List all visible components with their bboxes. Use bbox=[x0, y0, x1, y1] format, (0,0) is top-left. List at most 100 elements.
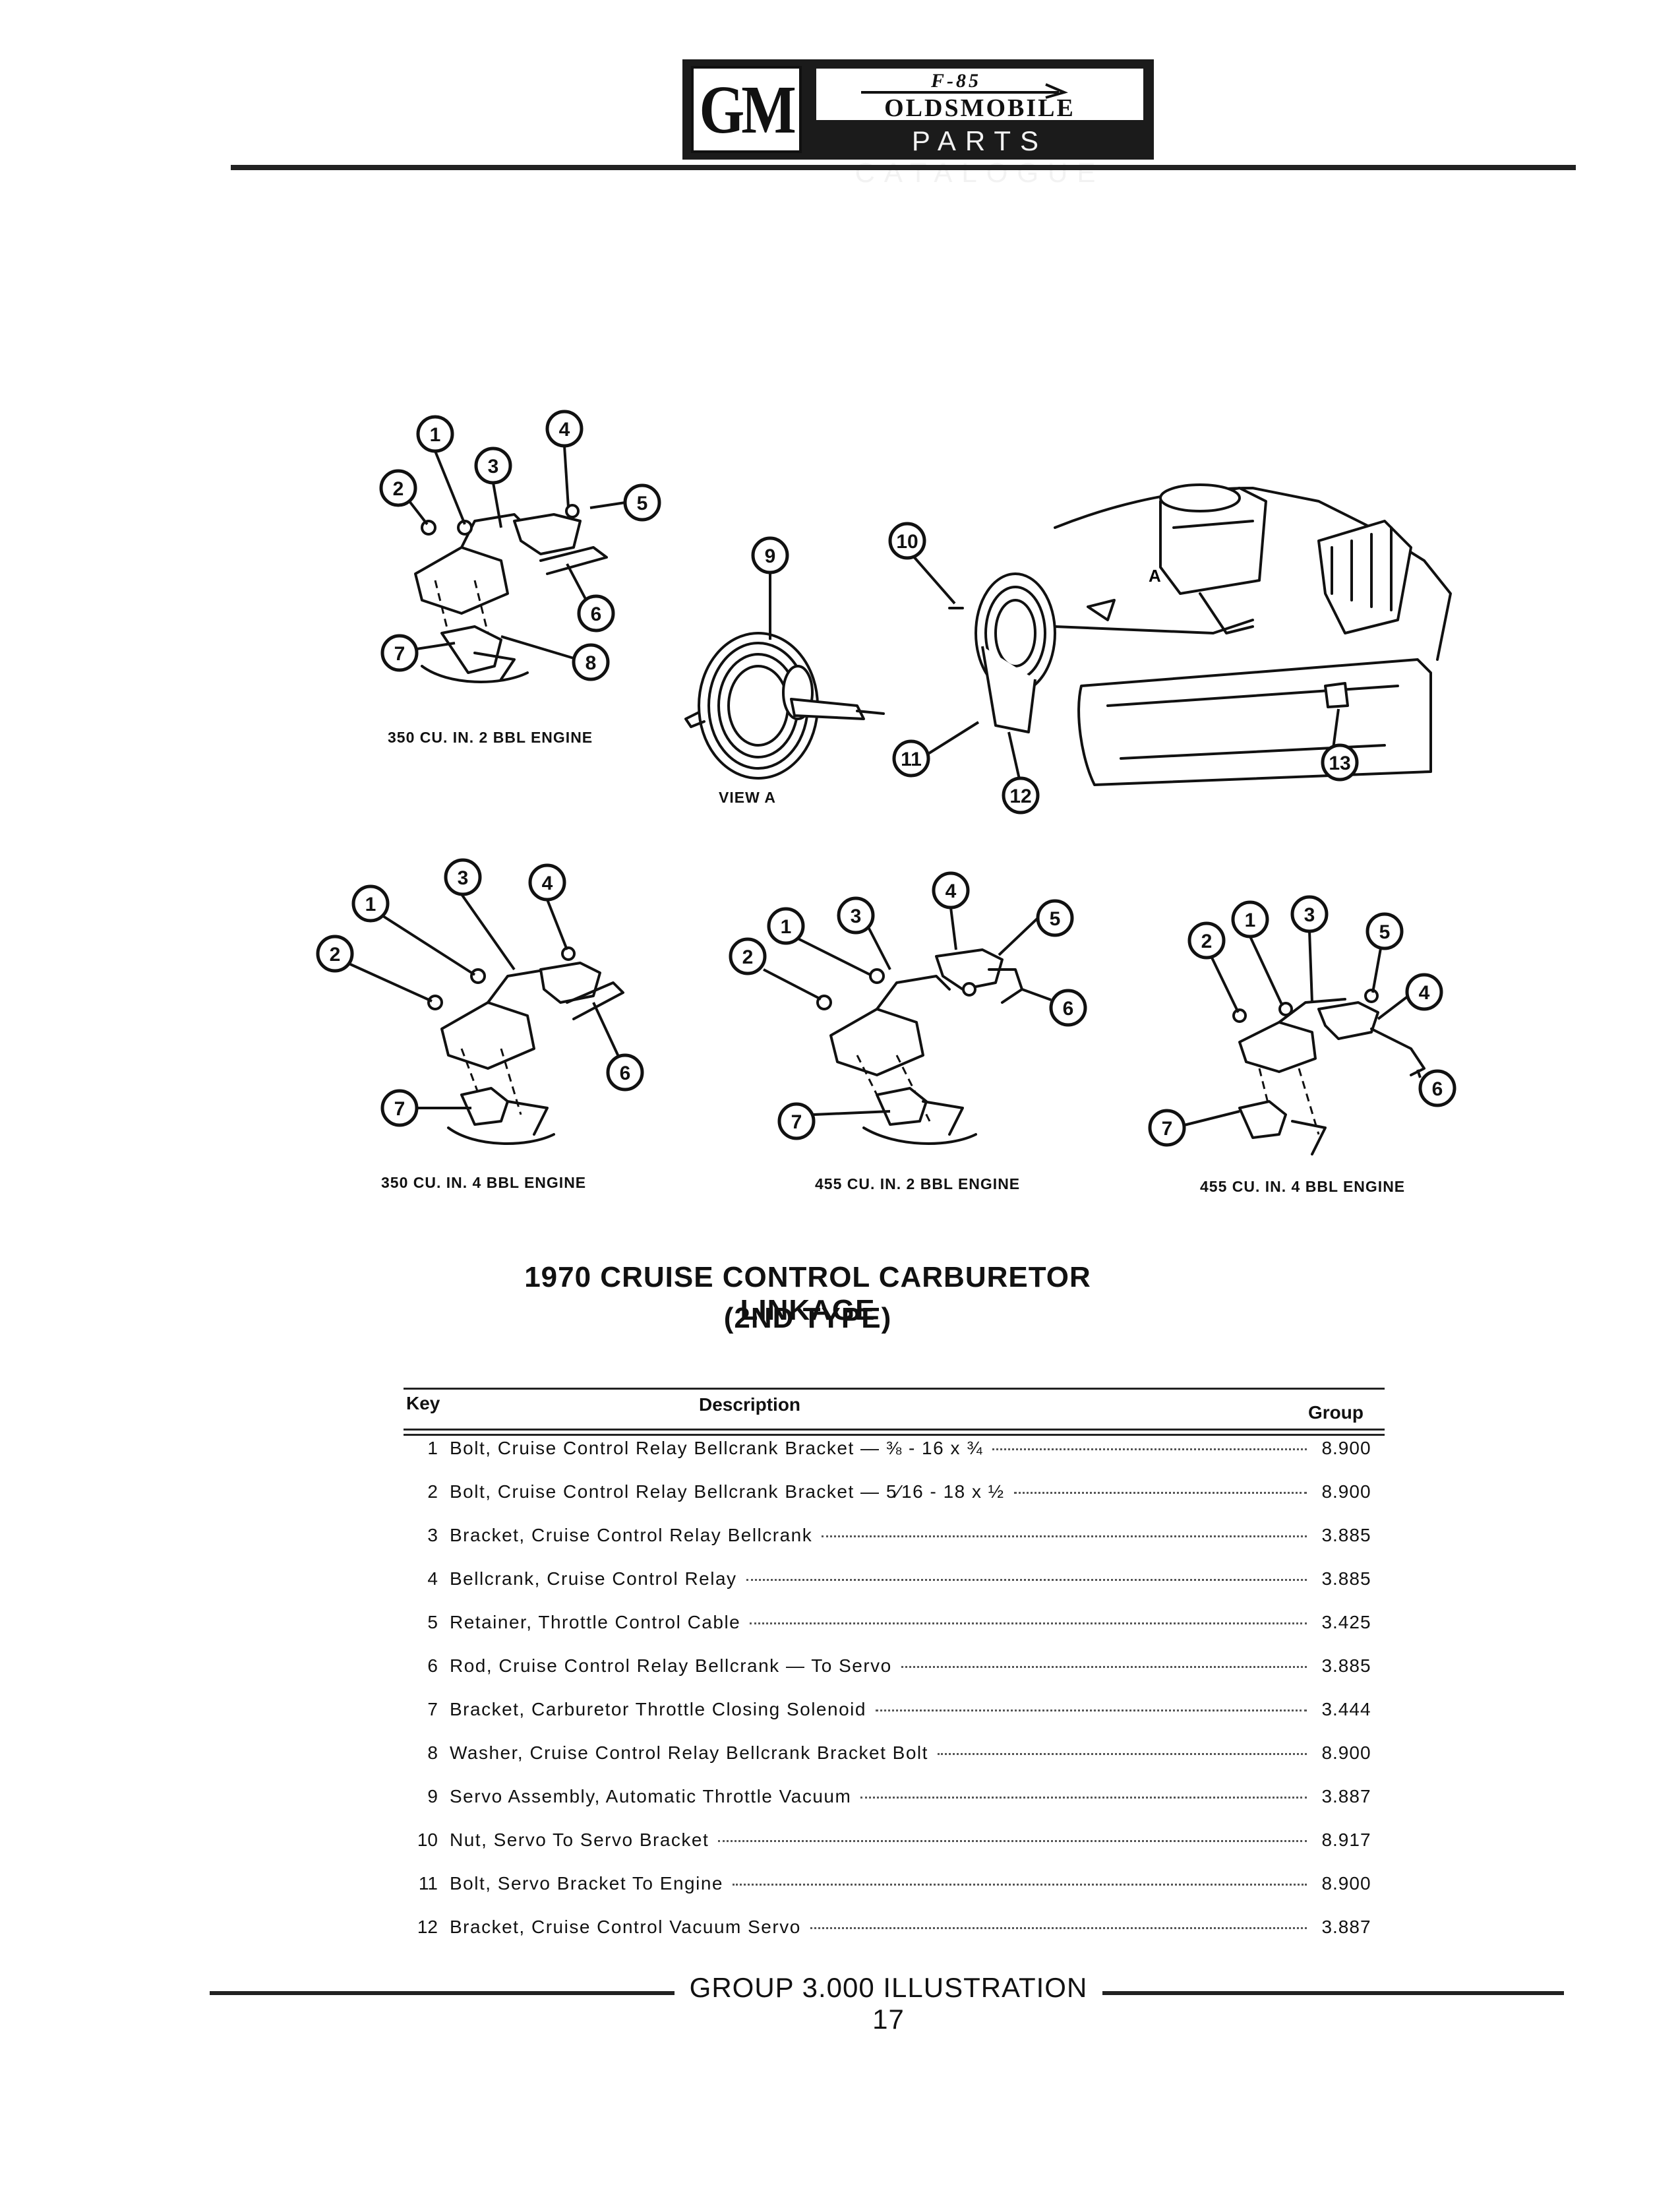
dot-leader bbox=[732, 1884, 1307, 1886]
column-header-key: Key bbox=[406, 1393, 440, 1413]
row-group: 8.900 bbox=[1321, 1873, 1371, 1894]
table-row: 1 Bolt, Cruise Control Relay Bellcrank B… bbox=[404, 1438, 1382, 1475]
row-group: 3.444 bbox=[1321, 1699, 1371, 1719]
row-group: 3.885 bbox=[1321, 1568, 1371, 1589]
svg-text:3: 3 bbox=[1304, 904, 1315, 926]
header-label-panel bbox=[816, 69, 1143, 120]
svg-text:4: 4 bbox=[542, 873, 553, 894]
dot-leader bbox=[875, 1710, 1307, 1711]
callout-6: 6 bbox=[1418, 1069, 1456, 1107]
callout-2: 2 bbox=[379, 469, 417, 507]
table-row: 2 Bolt, Cruise Control Relay Bellcrank B… bbox=[404, 1481, 1382, 1518]
dot-leader bbox=[750, 1622, 1307, 1624]
callout-11: 11 bbox=[892, 739, 930, 778]
callout-9: 9 bbox=[751, 536, 789, 574]
page-subtitle: (2ND TYPE) bbox=[723, 1302, 892, 1334]
diagram-455-4bbl: 2 1 3 5 4 6 7 bbox=[1148, 895, 1456, 1155]
caption-350-2bbl: 350 CU. IN. 2 BBL ENGINE bbox=[388, 729, 593, 746]
caption-455-4bbl: 455 CU. IN. 4 BBL ENGINE bbox=[1200, 1178, 1406, 1195]
callout-6: 6 bbox=[577, 594, 615, 632]
table-row: 3 Bracket, Cruise Control Relay Bellcran… bbox=[404, 1525, 1382, 1562]
svg-text:4: 4 bbox=[945, 880, 957, 902]
svg-text:6: 6 bbox=[1432, 1078, 1443, 1100]
callout-12: 12 bbox=[1002, 776, 1040, 815]
svg-text:5: 5 bbox=[1050, 908, 1061, 930]
row-key: 4 bbox=[427, 1568, 438, 1589]
svg-text:5: 5 bbox=[1379, 921, 1391, 943]
dot-leader bbox=[822, 1535, 1307, 1537]
row-description: Retainer, Throttle Control Cable bbox=[450, 1612, 741, 1632]
dot-leader bbox=[937, 1753, 1307, 1755]
dot-leader bbox=[992, 1448, 1307, 1450]
caption-view-a: VIEW A bbox=[719, 789, 776, 806]
row-group: 8.900 bbox=[1321, 1742, 1371, 1763]
table-row: 12 Bracket, Cruise Control Vacuum Servo … bbox=[404, 1917, 1382, 1954]
exploded-diagrams: 1 2 3 4 5 6 7 8 9 bbox=[316, 410, 1456, 1155]
callout-7: 7 bbox=[1148, 1109, 1186, 1147]
gm-logo-text: GM bbox=[699, 71, 796, 148]
row-key: 3 bbox=[427, 1525, 438, 1545]
dot-leader bbox=[718, 1840, 1307, 1842]
callout-4: 4 bbox=[528, 863, 566, 902]
row-description: Washer, Cruise Control Relay Bellcrank B… bbox=[450, 1742, 928, 1763]
row-description: Bolt, Cruise Control Relay Bellcrank Bra… bbox=[450, 1481, 1005, 1502]
row-description: Bracket, Carburetor Throttle Closing Sol… bbox=[450, 1699, 866, 1719]
svg-text:1: 1 bbox=[1245, 909, 1256, 931]
callout-4: 4 bbox=[1405, 973, 1443, 1011]
callout-1: 1 bbox=[416, 415, 454, 453]
svg-text:6: 6 bbox=[620, 1063, 631, 1084]
diagram-455-2bbl: 1 2 3 4 5 6 7 bbox=[729, 871, 1087, 1145]
make-name: OLDSMOBILE bbox=[884, 94, 1075, 122]
row-key: 10 bbox=[417, 1830, 438, 1850]
callout-5: 5 bbox=[1036, 899, 1074, 937]
dot-leader bbox=[860, 1797, 1307, 1799]
table-row: 9 Servo Assembly, Automatic Throttle Vac… bbox=[404, 1786, 1382, 1823]
row-group: 3.885 bbox=[1321, 1655, 1371, 1676]
callout-10: 10 bbox=[888, 522, 926, 560]
svg-text:2: 2 bbox=[393, 478, 404, 500]
callout-2: 2 bbox=[316, 935, 354, 973]
row-description: Servo Assembly, Automatic Throttle Vacuu… bbox=[450, 1786, 852, 1806]
svg-text:4: 4 bbox=[559, 419, 570, 441]
svg-text:13: 13 bbox=[1329, 753, 1350, 774]
gm-logo: GM bbox=[691, 66, 802, 153]
dot-leader bbox=[1013, 1492, 1307, 1494]
callout-7: 7 bbox=[380, 634, 419, 672]
row-key: 2 bbox=[427, 1481, 438, 1502]
diagram-view-a-servo: 9 bbox=[684, 536, 885, 780]
svg-text:3: 3 bbox=[458, 867, 469, 889]
callout-7: 7 bbox=[777, 1102, 816, 1140]
callout-6: 6 bbox=[1049, 989, 1087, 1027]
svg-text:7: 7 bbox=[1162, 1118, 1173, 1140]
svg-text:2: 2 bbox=[1201, 931, 1213, 952]
table-header-rule-2 bbox=[404, 1434, 1385, 1436]
callout-3: 3 bbox=[444, 858, 482, 896]
table-top-rule bbox=[404, 1388, 1385, 1390]
table-row: 7 Bracket, Carburetor Throttle Closing S… bbox=[404, 1699, 1382, 1736]
svg-text:6: 6 bbox=[1063, 998, 1074, 1020]
callout-1: 1 bbox=[1231, 900, 1269, 939]
row-description: Bellcrank, Cruise Control Relay bbox=[450, 1568, 737, 1589]
table-row: 11 Bolt, Servo Bracket To Engine 8.900 bbox=[404, 1873, 1382, 1910]
callout-1: 1 bbox=[351, 884, 390, 923]
row-group: 3.885 bbox=[1321, 1525, 1371, 1545]
callout-2: 2 bbox=[729, 937, 767, 975]
table-header-rule bbox=[404, 1429, 1385, 1431]
callout-4: 4 bbox=[932, 871, 970, 909]
svg-text:1: 1 bbox=[781, 916, 792, 938]
svg-text:1: 1 bbox=[430, 424, 441, 446]
row-description: Nut, Servo To Servo Bracket bbox=[450, 1830, 709, 1850]
svg-text:9: 9 bbox=[765, 545, 776, 567]
row-group: 3.887 bbox=[1321, 1917, 1371, 1937]
svg-text:11: 11 bbox=[901, 749, 922, 770]
view-a-marker: A bbox=[1149, 566, 1161, 586]
table-row: 8 Washer, Cruise Control Relay Bellcrank… bbox=[404, 1742, 1382, 1779]
svg-text:12: 12 bbox=[1009, 785, 1031, 807]
row-description: Bolt, Cruise Control Relay Bellcrank Bra… bbox=[450, 1438, 984, 1458]
callout-6: 6 bbox=[606, 1053, 644, 1092]
table-row: 10 Nut, Servo To Servo Bracket 8.917 bbox=[404, 1830, 1382, 1866]
svg-text:7: 7 bbox=[394, 1098, 405, 1120]
svg-text:2: 2 bbox=[330, 944, 341, 966]
svg-text:10: 10 bbox=[896, 531, 918, 553]
callout-4: 4 bbox=[545, 410, 584, 448]
